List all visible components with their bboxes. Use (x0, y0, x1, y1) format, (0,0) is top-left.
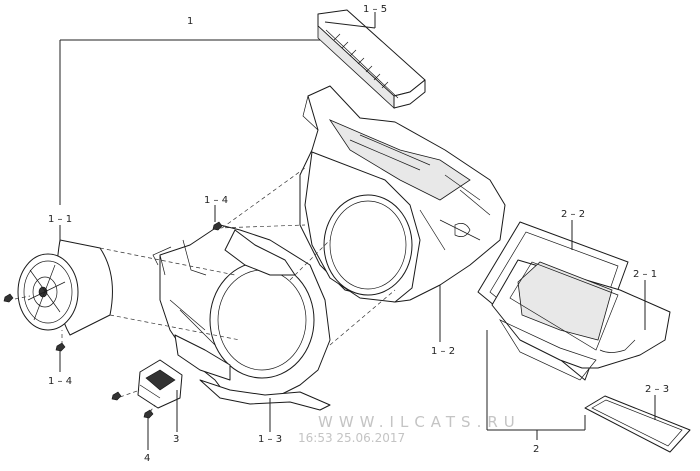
label-1-4-top: 1 – 4 (204, 195, 228, 206)
screw-resistor-bottom[interactable] (143, 409, 154, 419)
screw-motor-bottom[interactable] (55, 342, 66, 352)
air-filter-part[interactable] (317, 9, 426, 109)
watermark-site: WWW.ILCATS.RU (318, 413, 521, 431)
assembly-dashed-lines (14, 167, 396, 413)
label-2-1: 2 – 1 (633, 269, 657, 280)
label-2-3: 2 – 3 (645, 384, 669, 395)
label-3: 3 (173, 434, 179, 445)
label-1-4-bottom: 1 – 4 (48, 376, 72, 387)
blower-motor-part[interactable] (17, 239, 113, 336)
lower-housing-part[interactable] (152, 224, 331, 411)
watermark-timestamp: 16:53 25.06.2017 (298, 431, 405, 445)
label-1: 1 (187, 16, 193, 27)
label-2: 2 (533, 444, 539, 455)
seal-part[interactable] (584, 395, 691, 453)
label-1-3: 1 – 3 (258, 434, 282, 445)
leader-lines (59, 12, 656, 450)
filter-housing-part[interactable] (491, 259, 671, 381)
label-4: 4 (144, 453, 150, 464)
label-1-2: 1 – 2 (431, 346, 455, 357)
label-1-5: 1 – 5 (363, 4, 387, 15)
upper-housing-part[interactable] (299, 85, 506, 303)
screw-resistor-left[interactable] (111, 391, 122, 401)
label-1-1: 1 – 1 (48, 214, 72, 225)
resistor-part[interactable] (137, 359, 183, 409)
label-2-2: 2 – 2 (561, 209, 585, 220)
screw-motor-left[interactable] (3, 293, 14, 303)
